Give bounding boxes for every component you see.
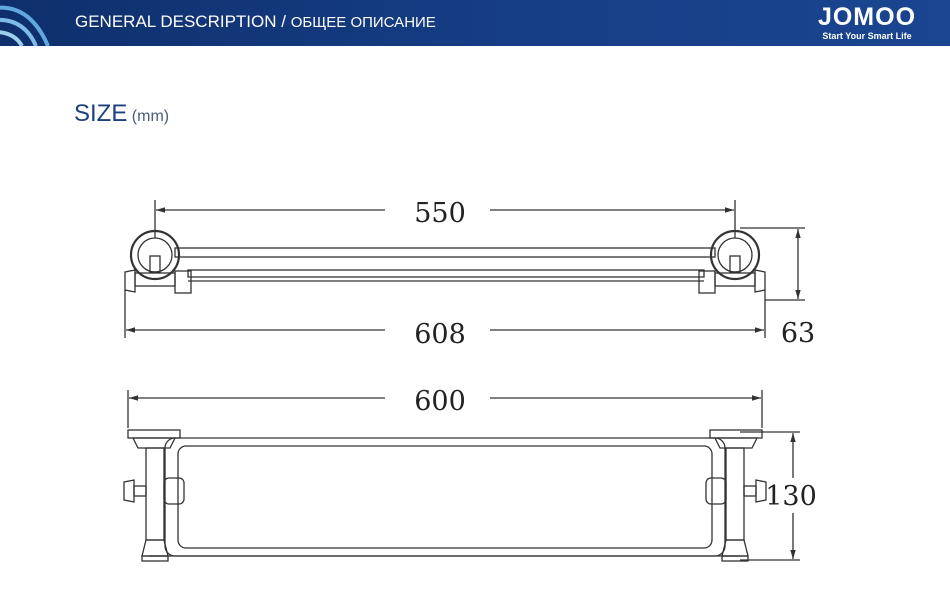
dimension-130: 130 — [765, 481, 817, 512]
header-separator: / — [276, 12, 291, 31]
dimension-550: 550 — [414, 198, 466, 229]
brand-logo: JOMOO Start Your Smart Life — [802, 3, 932, 42]
front-view — [124, 200, 805, 338]
size-unit: (mm) — [131, 108, 170, 125]
top-view — [123, 390, 800, 562]
size-title: SIZE — [74, 100, 128, 127]
logo-swirl-icon — [0, 5, 50, 46]
logo-wordmark: JOMOO — [817, 3, 917, 31]
header-title-en: GENERAL DESCRIPTION — [75, 12, 277, 31]
size-heading: SIZE (mm) — [74, 100, 169, 128]
header-title-ru: ОБЩЕЕ ОПИСАНИЕ — [290, 14, 436, 31]
dimension-608: 608 — [414, 319, 466, 350]
header-bar: GENERAL DESCRIPTION / ОБЩЕЕ ОПИСАНИЕ JOM… — [0, 0, 950, 46]
logo-tagline: Start Your Smart Life — [822, 31, 912, 41]
dimension-600: 600 — [414, 386, 466, 417]
page-header-title: GENERAL DESCRIPTION / ОБЩЕЕ ОПИСАНИЕ — [75, 12, 436, 32]
dimension-63: 63 — [781, 318, 815, 349]
